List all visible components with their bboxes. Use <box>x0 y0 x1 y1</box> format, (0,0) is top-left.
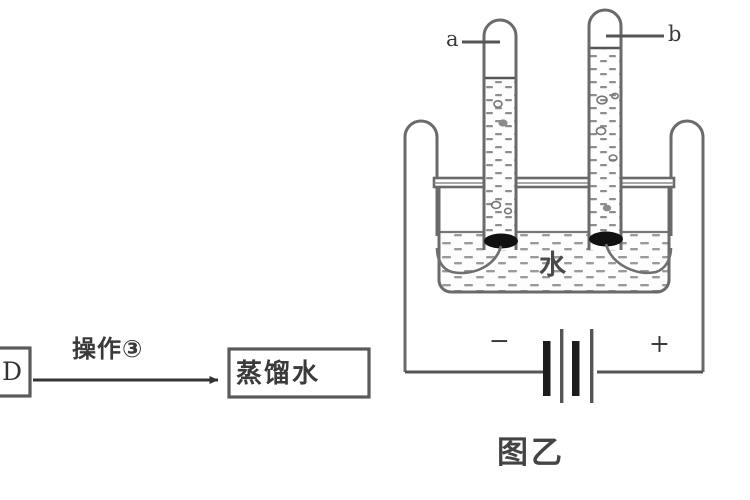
water-tank <box>432 176 676 294</box>
tube-a-gas-space <box>484 20 516 78</box>
flowchart-group <box>0 346 371 399</box>
electrode-a-lead <box>435 245 503 275</box>
wire-left <box>403 119 439 372</box>
battery-positive-label: + <box>649 329 670 358</box>
wire-right <box>669 119 705 372</box>
electrode-b-lead <box>604 243 673 275</box>
tank-outline <box>437 186 671 294</box>
tube-b-outline <box>587 8 623 250</box>
tube-b-bubbles <box>595 92 619 212</box>
tube-a-outline <box>482 18 518 250</box>
battery-symbol <box>543 329 594 403</box>
electrode-b <box>589 231 623 247</box>
flow-source-box <box>0 346 32 398</box>
tank-water-body <box>439 232 669 292</box>
flow-source-box-label: D <box>2 357 23 386</box>
test-tube-a <box>435 18 518 275</box>
tube-b-label: b <box>668 22 682 46</box>
battery-negative-label: − <box>489 326 510 355</box>
tube-a-bubbles <box>490 100 513 215</box>
flow-arrow-label: 操作③ <box>72 335 144 363</box>
tube-a-liquid <box>484 78 516 250</box>
apparatus-group <box>403 8 705 403</box>
figure-caption: 图乙 <box>497 435 565 471</box>
test-tube-b <box>587 8 673 275</box>
tube-b-liquid <box>589 48 621 250</box>
flow-target-box <box>227 347 371 399</box>
vessel-water-label: 水 <box>539 250 566 281</box>
electrode-a <box>484 233 518 249</box>
tube-b-gas-space <box>589 10 621 48</box>
flow-target-box-label: 蒸馏水 <box>236 359 321 389</box>
tube-a-label: a <box>446 27 459 51</box>
